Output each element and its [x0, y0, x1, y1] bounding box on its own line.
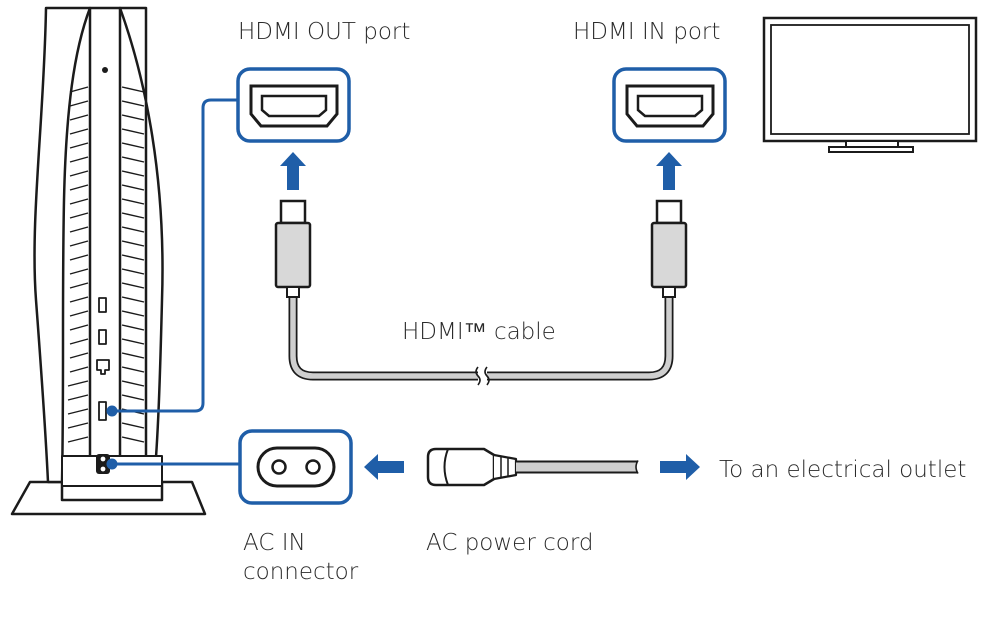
vent-slot [121, 128, 145, 135]
vent-slot [69, 324, 89, 331]
vent-slot [121, 282, 145, 289]
hdmi-port-icon [625, 84, 715, 128]
vent-slot [121, 268, 145, 275]
vent-slot [121, 226, 145, 233]
ac-in-connector-label-line2: connector [243, 559, 359, 585]
vent-slot [67, 436, 89, 443]
vent-slot [121, 184, 145, 191]
vent-slot [67, 380, 89, 387]
vent-slot [69, 310, 89, 317]
vent-slot [69, 170, 89, 177]
vent-slot [69, 198, 89, 205]
arrow-right-icon [660, 454, 700, 480]
vent-slot [69, 100, 89, 107]
hdmi-out-port-label: HDMI OUT port [238, 19, 411, 45]
ac-plug-icon [426, 447, 518, 487]
vent-slot [69, 212, 89, 219]
hdmi-in-port-label: HDMI IN port [573, 19, 721, 45]
arrow-left-icon [364, 454, 404, 480]
vent-slot [69, 366, 89, 373]
vent-slot [69, 142, 89, 149]
vent-slot [121, 324, 145, 331]
vent-slot [69, 86, 89, 93]
vent-slot [69, 128, 89, 135]
vent-slot [121, 198, 145, 205]
vent-slot [121, 156, 145, 163]
vent-slot [121, 254, 145, 261]
hdmi-cable-label: HDMI™ cable [402, 319, 556, 345]
vent-slot [121, 422, 145, 429]
ac-socket-icon [256, 446, 336, 488]
vent-slot [121, 380, 145, 387]
vent-slot [121, 100, 145, 107]
ac-in-connector-callout [238, 429, 353, 505]
vent-slot [121, 352, 145, 359]
vent-slot [69, 156, 89, 163]
vent-slot [67, 422, 89, 429]
vent-slot [69, 282, 89, 289]
vent-slot [67, 408, 89, 415]
ac-power-cord-label: AC power cord [426, 530, 594, 556]
arrow-up-icon [280, 152, 306, 190]
vent-slot [69, 338, 89, 345]
vent-slot [69, 296, 89, 303]
ac-in-connector-label: AC IN [243, 530, 306, 556]
console-icon [10, 6, 207, 516]
vent-slot [121, 310, 145, 317]
hdmi-port-icon [249, 84, 339, 128]
vent-slot [69, 268, 89, 275]
vent-slot [121, 170, 145, 177]
hdmi-plug-icon [274, 199, 312, 298]
vent-slot [121, 240, 145, 247]
vent-slot [121, 366, 145, 373]
vent-slot [69, 184, 89, 191]
hdmi-plug-icon [650, 199, 688, 298]
electrical-outlet-label: To an electrical outlet [719, 457, 967, 483]
ac-power-cord [516, 460, 639, 474]
vent-slot [67, 394, 89, 401]
vent-slot [121, 338, 145, 345]
vent-slot [121, 436, 145, 443]
vent-slot [121, 86, 145, 93]
vent-slot [69, 352, 89, 359]
vent-slot [69, 226, 89, 233]
arrow-up-icon [656, 152, 682, 190]
vent-slot [69, 114, 89, 121]
hdmi-cable [288, 296, 674, 386]
hdmi-in-port-callout [612, 67, 727, 143]
vent-slot [121, 114, 145, 121]
vent-slot [69, 240, 89, 247]
vent-slot [121, 296, 145, 303]
vent-slot [69, 254, 89, 261]
vent-slot [121, 394, 145, 401]
hdmi-out-port-callout [236, 67, 351, 143]
tv-icon [762, 16, 978, 153]
vent-slot [121, 212, 145, 219]
vent-slot [121, 142, 145, 149]
